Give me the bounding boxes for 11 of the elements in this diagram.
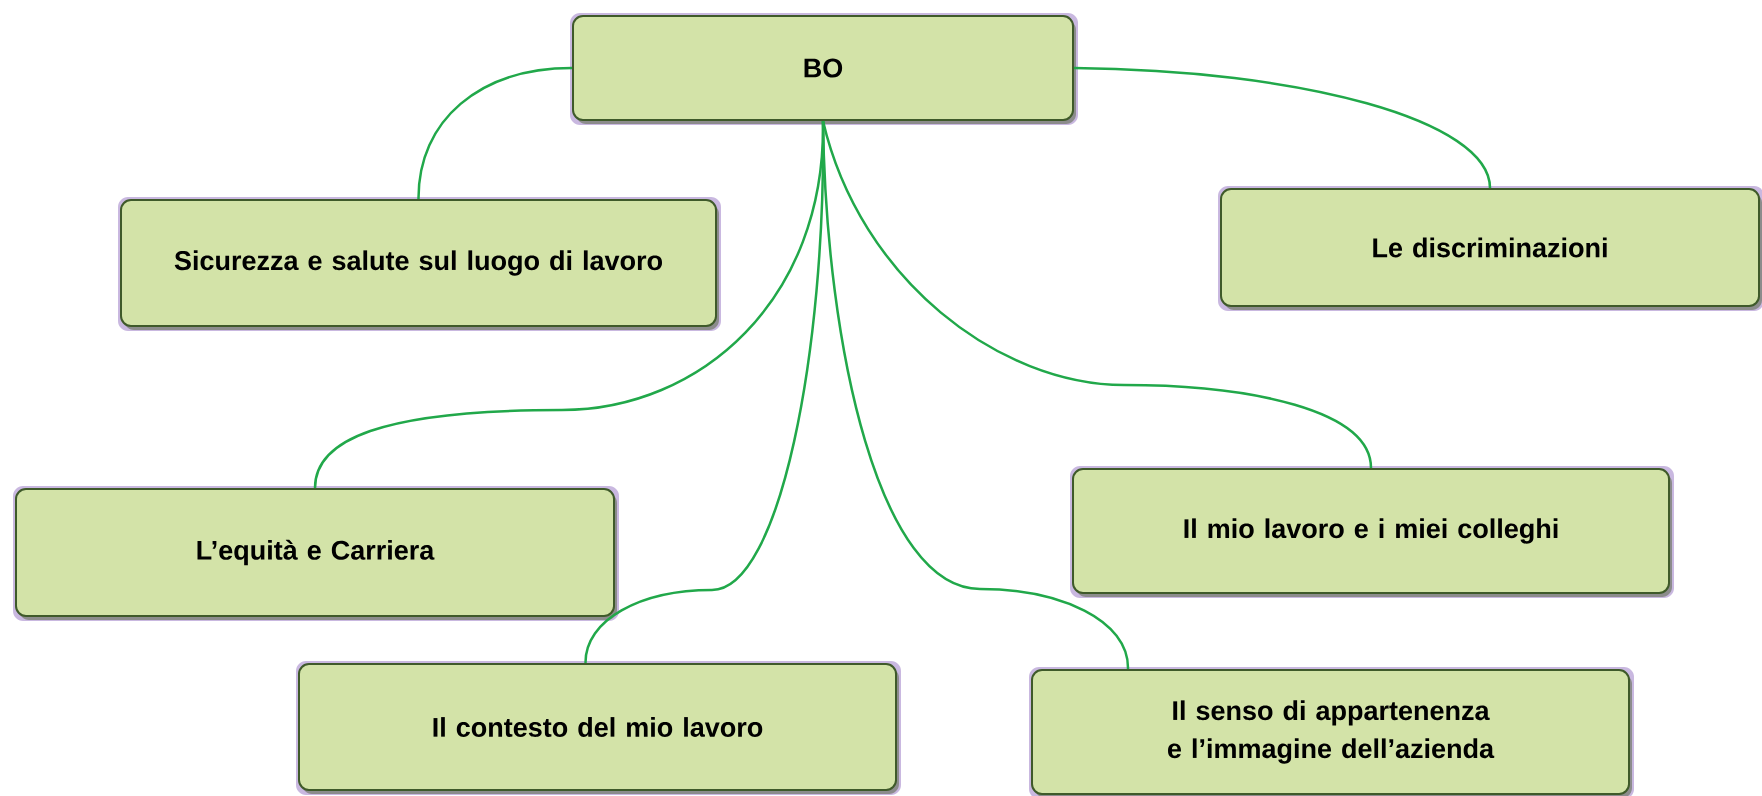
topic-box: L’equità e Carriera (13, 486, 619, 621)
topic-box: Le discriminazioni (1218, 186, 1762, 311)
topic-box: Sicurezza e salute sul luogo di lavoro (118, 197, 721, 331)
connector (1073, 66, 1492, 189)
connector (821, 120, 1373, 469)
topic-box: Il mio lavoro e i miei colleghi (1070, 466, 1674, 598)
topic-box: Il contesto del mio lavoro (296, 661, 901, 795)
connector (417, 66, 573, 200)
title-box: BO (570, 13, 1078, 125)
connector (821, 120, 1130, 670)
topic-box: Il senso di appartenenza e l’immagine dell’azienda (1029, 667, 1634, 796)
